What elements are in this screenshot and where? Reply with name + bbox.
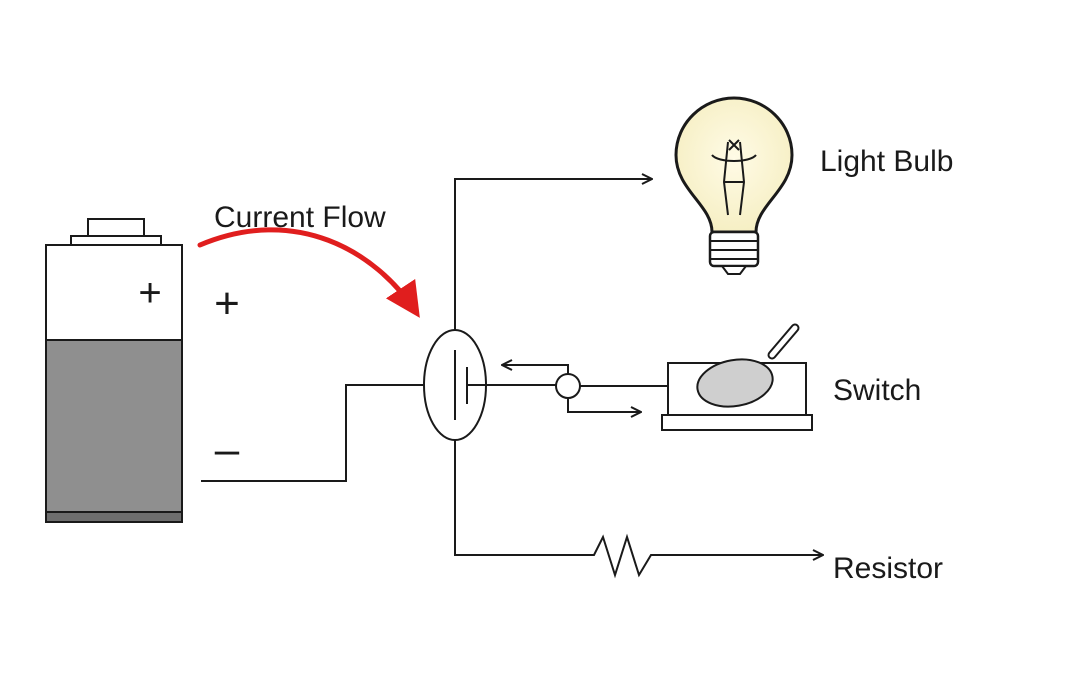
- bulb-filament: [711, 141, 757, 216]
- current-flow-label: Current Flow: [214, 201, 386, 234]
- switch-node: [555, 373, 581, 399]
- bulb-tip: [720, 265, 748, 275]
- light-bulb-branch-wire: [454, 179, 652, 330]
- negative-wire: [201, 384, 430, 482]
- battery-charge-fill: [47, 340, 181, 522]
- switch-base: [661, 414, 813, 431]
- negative-terminal-sign: –: [215, 425, 240, 474]
- switch-return-arrow: [502, 365, 569, 374]
- battery-cap: [87, 218, 145, 238]
- toggle-switch-icon: [661, 323, 813, 431]
- light-bulb-icon: [674, 96, 794, 275]
- light-bulb-label: Light Bulb: [820, 145, 953, 178]
- switch-label: Switch: [833, 374, 921, 407]
- resistor-branch-wire: [454, 440, 823, 579]
- junction-capsule-icon: [423, 329, 487, 441]
- battery-bottom-band: [45, 511, 183, 523]
- battery-icon: +: [45, 218, 183, 523]
- current-flow-arrow: [197, 227, 420, 318]
- bulb-glass: [674, 96, 794, 234]
- battery-cell-plus-sign: +: [138, 271, 161, 315]
- switch-forward-arrow: [567, 398, 641, 412]
- resistor-label: Resistor: [833, 552, 943, 585]
- switch-lever-pad: [696, 358, 774, 408]
- bulb-filament-x: [728, 139, 740, 151]
- positive-terminal-sign: +: [214, 279, 240, 328]
